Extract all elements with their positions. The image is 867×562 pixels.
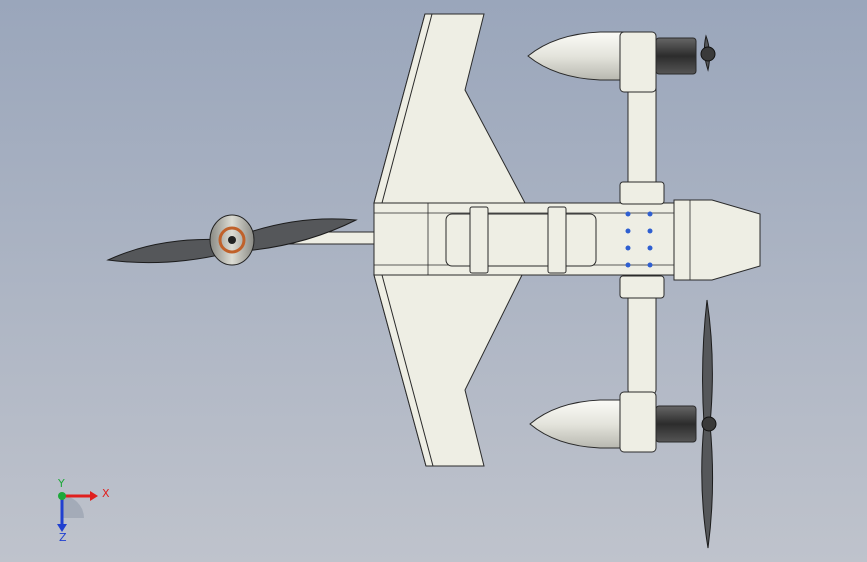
- arm-mount: [619, 275, 665, 299]
- lower-motor-mount: [619, 391, 657, 453]
- arm-mount: [619, 181, 665, 205]
- rear-motor-shaft: [228, 236, 236, 244]
- mounting-hole: [625, 211, 631, 217]
- z-axis-head: [57, 524, 67, 532]
- nose-cone[interactable]: [673, 199, 761, 281]
- mounting-hole: [647, 211, 653, 217]
- y-axis-label: Y: [58, 477, 65, 490]
- z-axis-label: Z: [59, 531, 67, 544]
- lower-motor[interactable]: [655, 405, 697, 443]
- mounting-hole: [625, 228, 631, 234]
- upper-spinner: [700, 46, 716, 62]
- rear-motor-windings: [218, 226, 246, 254]
- upper-motor[interactable]: [655, 37, 697, 75]
- triad-arrows: [57, 491, 98, 532]
- mounting-hole: [647, 228, 653, 234]
- upper-wing[interactable]: [373, 13, 526, 204]
- lower-nacelle[interactable]: [529, 399, 627, 449]
- mounting-holes: [625, 211, 653, 268]
- battery-strap: [547, 206, 567, 274]
- orientation-triad: X Y Z: [48, 478, 110, 544]
- lower-spinner: [701, 416, 717, 432]
- x-axis-head: [90, 491, 98, 501]
- mounting-hole: [625, 245, 631, 251]
- x-axis-label: X: [102, 487, 110, 500]
- y-axis-dot: [58, 492, 66, 500]
- lower-wing[interactable]: [373, 274, 523, 467]
- battery-pack[interactable]: [445, 213, 597, 267]
- mounting-hole: [625, 262, 631, 268]
- upper-nacelle[interactable]: [527, 31, 627, 81]
- battery-strap: [469, 206, 489, 274]
- mounting-hole: [647, 245, 653, 251]
- mounting-hole: [647, 262, 653, 268]
- upper-motor-mount: [619, 31, 657, 93]
